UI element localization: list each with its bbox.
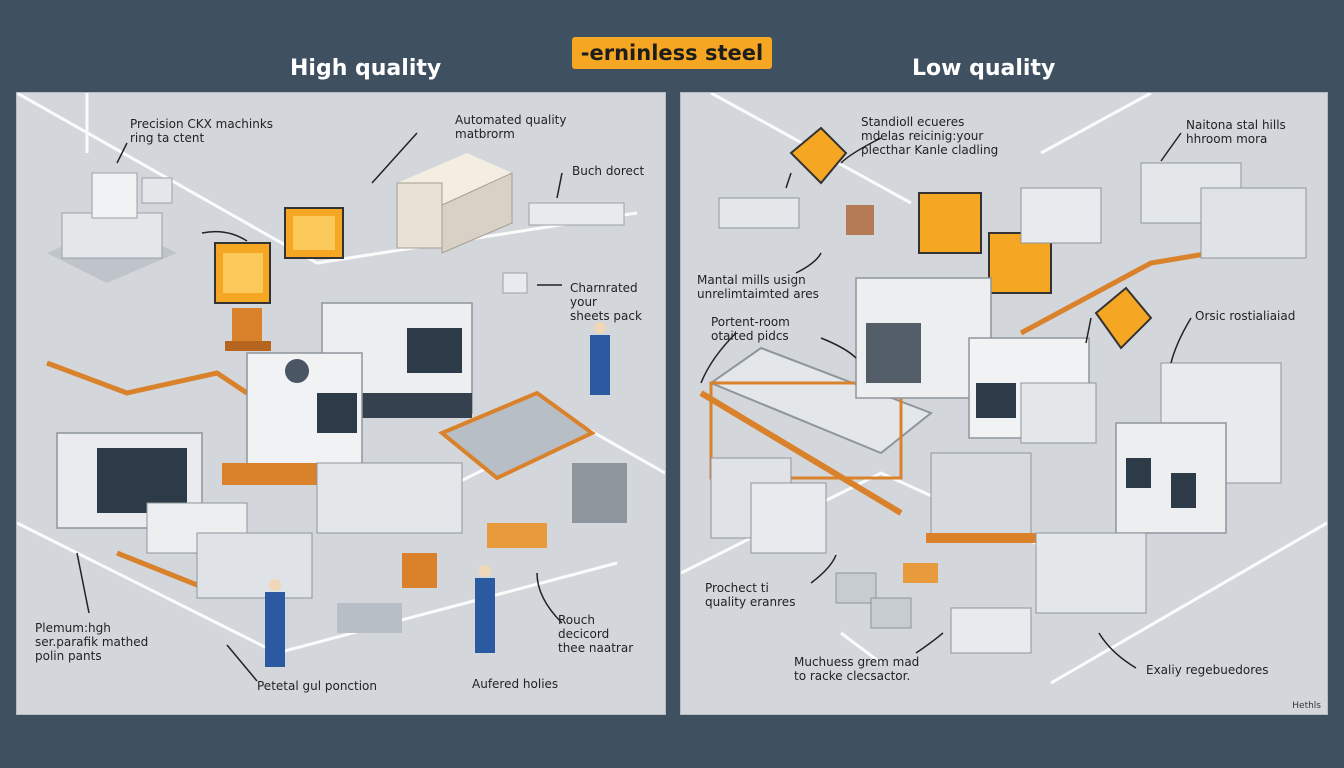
label-naitona-stal-hills: Naitona stal hills hhroom mora bbox=[1186, 118, 1286, 146]
low-quality-heading: Low quality bbox=[912, 56, 1056, 81]
label-petetal-function: Petetal gul ponction bbox=[257, 679, 378, 693]
label-portent-room: Portent-room otaited pidcs bbox=[711, 315, 790, 343]
label-prochect-quality: Prochect ti quality eranres bbox=[705, 581, 796, 609]
label-precision-machines: Precision CKX machinks ring ta ctent bbox=[130, 117, 274, 145]
low-quality-illustration bbox=[681, 93, 1327, 685]
warning-signs bbox=[214, 207, 344, 304]
workers bbox=[265, 322, 610, 667]
label-exaliy-regebuedores: Exaliy regebuedores bbox=[1146, 663, 1269, 677]
label-charnrated-sheets: Charnrated your sheets pack bbox=[570, 281, 642, 323]
title-badge: -erninless steel bbox=[572, 37, 772, 69]
high-quality-illustration bbox=[17, 93, 665, 682]
low-quality-panel: Standioll ecueres mdelas reicinig:your p… bbox=[680, 92, 1328, 715]
high-quality-heading: High quality bbox=[290, 56, 442, 81]
label-mantal-mills: Mantal mills usign unrelimtaimted ares bbox=[697, 273, 819, 301]
watermark: Hethls bbox=[1292, 701, 1321, 711]
high-quality-panel: Precision CKX machinks ring ta ctent Aut… bbox=[16, 92, 666, 715]
automated-cabinet bbox=[396, 153, 513, 254]
label-orsic-rostialiaiad: Orsic rostialiaiad bbox=[1195, 309, 1296, 323]
label-batch-direct: Buch dorect bbox=[572, 164, 645, 178]
label-premium-high: Plemum:hgh ser.parafik mathed polin pant… bbox=[35, 621, 149, 663]
panel-press bbox=[56, 432, 203, 529]
precision-machine bbox=[47, 172, 177, 283]
label-standioll-ecueres: Standioll ecueres mdelas reicinig:your p… bbox=[861, 115, 999, 157]
label-automated-quality: Automated quality matbrorm bbox=[455, 113, 567, 141]
label-rouch-decicord: Rouch decicord thee naatrar bbox=[558, 613, 634, 655]
label-muchuess-grem: Muchuess grem mad to racke clecsactor. bbox=[794, 655, 920, 683]
label-aufered-holies: Aufered holies bbox=[472, 677, 559, 691]
